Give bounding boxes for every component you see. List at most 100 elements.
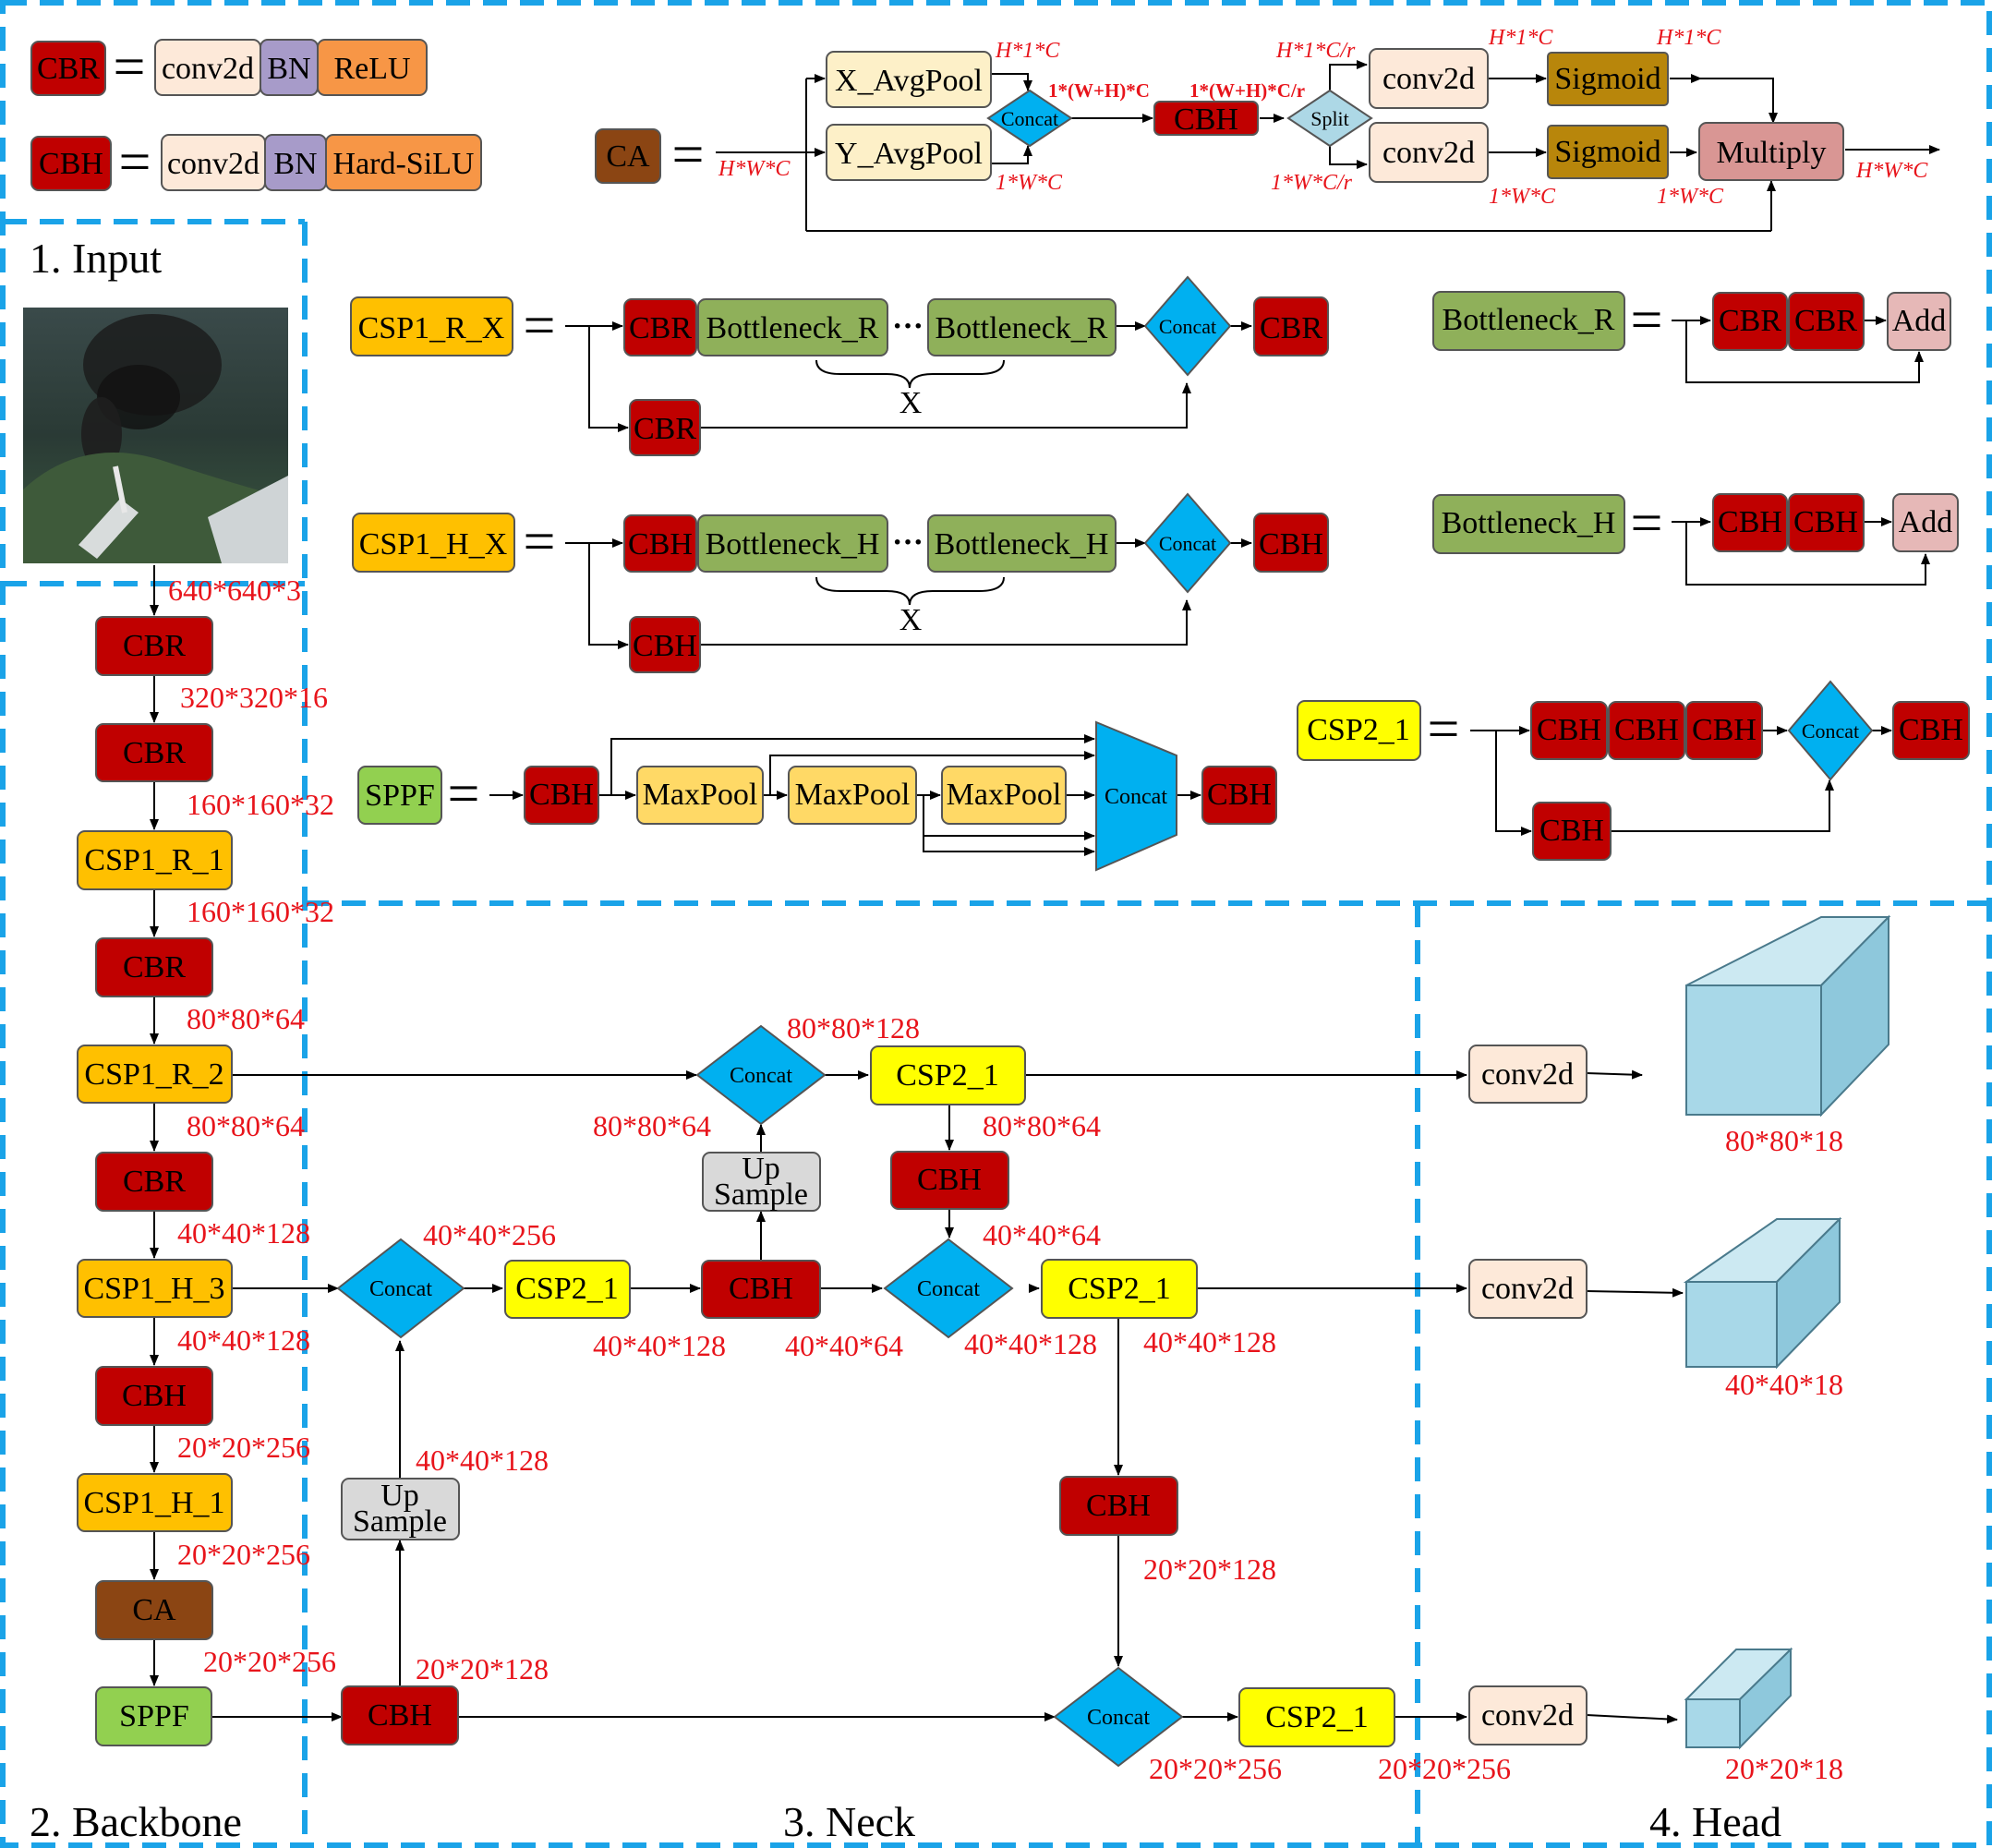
csp2-cbh-3: CBH <box>1692 713 1757 747</box>
dim-neck-csp2-low: 20*20*256 <box>1378 1752 1511 1785</box>
bnr-eq: = <box>1631 289 1663 352</box>
legend-cbr-eq: = <box>114 36 146 99</box>
csp2-cbh-2: CBH <box>1614 713 1679 747</box>
csp1h-x-label: X <box>899 603 923 637</box>
bnh-cbh-1: CBH <box>1718 505 1782 539</box>
csp1h-concat: Concat <box>1159 532 1216 555</box>
dim-neck-concat-top-in: 80*80*64 <box>593 1109 711 1142</box>
legend-cbr-relu: ReLU <box>333 52 410 86</box>
backbone-cbh: CBH <box>122 1379 187 1413</box>
neck-csp2-a: CSP2_1 <box>515 1272 619 1306</box>
csp2-concat: Concat <box>1802 719 1859 743</box>
bottleneck-r-module: Bottleneck_R = CBR CBR Add <box>1432 289 1951 383</box>
ca-dim-split-bottom: 1*W*C/r <box>1271 171 1353 195</box>
legend-cbh-eq: = <box>119 131 151 194</box>
head-out-low: 20*20*18 <box>1725 1752 1843 1785</box>
csp1r-concat: Concat <box>1159 315 1216 338</box>
csp1r-cbr-in: CBR <box>629 311 692 345</box>
dim-d6: 40*40*128 <box>177 1216 310 1250</box>
dim-neck-up1: 40*40*128 <box>416 1443 549 1477</box>
csp2-cbh-1: CBH <box>1537 713 1601 747</box>
bnr-name: Bottleneck_R <box>1443 303 1615 337</box>
ca-name: CA <box>606 139 650 174</box>
ca-multiply: Multiply <box>1716 136 1826 170</box>
legend-cbh: CBH = conv2d BN Hard-SiLU <box>30 131 482 194</box>
legend-cbh-name: CBH <box>39 147 103 181</box>
neck-csp2-low: CSP2_1 <box>1265 1700 1369 1734</box>
section-label-input: 1. Input <box>30 235 162 282</box>
ca-dim-x-out: H*1*C <box>995 39 1060 63</box>
ca-dim-out: H*W*C <box>1855 159 1928 183</box>
csp1r-cbr-out: CBR <box>1260 311 1322 345</box>
neck-concat-top: Concat <box>730 1064 792 1088</box>
network-connections <box>150 565 1684 1724</box>
csp1h-cbh-in: CBH <box>628 527 693 562</box>
ca-dim-split-top: H*1*C/r <box>1275 39 1356 63</box>
backbone-csp1-h-1: CSP1_H_1 <box>83 1486 224 1520</box>
dim-d10: 20*20*256 <box>203 1645 336 1678</box>
legend-cbh-bn: BN <box>273 147 317 181</box>
csp2-cbh-out: CBH <box>1899 713 1963 747</box>
output-cube-large <box>1685 914 1891 1117</box>
dim-neck-cbh-mid: 40*40*64 <box>785 1329 903 1362</box>
output-cube-medium <box>1683 1216 1842 1370</box>
legend-cbh-conv2d: conv2d <box>167 147 260 181</box>
csp1r-x-label: X <box>899 386 923 420</box>
neck-concat-mid: Concat <box>917 1277 980 1301</box>
legend-cbh-hardsilu: Hard-SiLU <box>333 147 475 181</box>
neck-cbh-down1: CBH <box>917 1163 982 1197</box>
ca-split: Split <box>1310 107 1349 130</box>
ca-dim-sig-in-top: H*1*C <box>1488 26 1553 50</box>
head-out-top: 80*80*18 <box>1725 1124 1843 1157</box>
ca-dim-y-out: 1*W*C <box>996 171 1063 195</box>
backbone-sppf: SPPF <box>119 1699 189 1733</box>
csp1r-dots: ··· <box>892 309 924 344</box>
ca-cbh: CBH <box>1174 103 1238 137</box>
neck-csp2-mid: CSP2_1 <box>1068 1272 1171 1306</box>
neck-concat-low: Concat <box>1087 1706 1150 1730</box>
csp1h-bottleneck-1: Bottleneck_H <box>706 527 880 562</box>
dim-neck-cbh-down2: 20*20*128 <box>1143 1552 1276 1586</box>
neck-cbh-low: CBH <box>368 1698 432 1733</box>
csp1r-bottleneck-1: Bottleneck_R <box>706 311 879 345</box>
csp1h-dots: ··· <box>892 525 924 560</box>
sppf-cbh-out: CBH <box>1207 778 1272 812</box>
bnh-cbh-2: CBH <box>1793 505 1858 539</box>
csp1h-cbh-out: CBH <box>1259 527 1323 562</box>
ca-dim-in: H*W*C <box>718 157 791 181</box>
dim-d4: 80*80*64 <box>187 1002 305 1035</box>
csp2-eq: = <box>1428 698 1460 761</box>
csp1h-cbh-skip: CBH <box>633 629 697 663</box>
bnh-name: Bottleneck_H <box>1442 506 1616 540</box>
csp1r-cbr-skip: CBR <box>634 412 696 446</box>
neck-csp2-top: CSP2_1 <box>896 1058 999 1093</box>
backbone-csp1-h-3: CSP1_H_3 <box>83 1272 224 1306</box>
sppf-module: SPPF = CBH MaxPool MaxPool MaxPool Conca… <box>357 720 1277 872</box>
dim-neck-cbh-down1: 40*40*64 <box>983 1218 1101 1251</box>
dim-d3: 160*160*32 <box>187 895 334 928</box>
sppf-maxpool-2: MaxPool <box>795 778 911 812</box>
ca-eq: = <box>672 124 705 187</box>
ca-module: CA = X_AvgPool Y_AvgPool Conca <box>595 26 1940 232</box>
ca-dim-sig-out-bottom: 1*W*C <box>1657 185 1724 209</box>
csp1h-eq: = <box>524 511 556 574</box>
legend-cbr-bn: BN <box>267 52 310 86</box>
sppf-maxpool-1: MaxPool <box>643 778 758 812</box>
backbone-cbr-3: CBR <box>123 950 186 984</box>
backbone-cbr-1: CBR <box>123 629 186 663</box>
csp1h-bottleneck-2: Bottleneck_H <box>935 527 1109 562</box>
dim-neck-concat-top: 80*80*128 <box>787 1011 920 1045</box>
ca-sigmoid-bottom: Sigmoid <box>1554 135 1660 169</box>
dim-neck-concat1: 40*40*256 <box>423 1218 556 1251</box>
dim-input: 640*640*3 <box>168 574 301 607</box>
ca-concat: Concat <box>1001 107 1058 130</box>
legend-cbr-conv2d: conv2d <box>162 52 254 86</box>
ca-dim-sig-in-bottom: 1*W*C <box>1489 185 1556 209</box>
dim-neck-concat-low: 20*20*256 <box>1149 1752 1282 1785</box>
bnr-cbr-1: CBR <box>1719 304 1781 338</box>
section-label-neck: 3. Neck <box>783 1798 915 1845</box>
dim-neck-csp2a: 40*40*128 <box>593 1329 726 1362</box>
